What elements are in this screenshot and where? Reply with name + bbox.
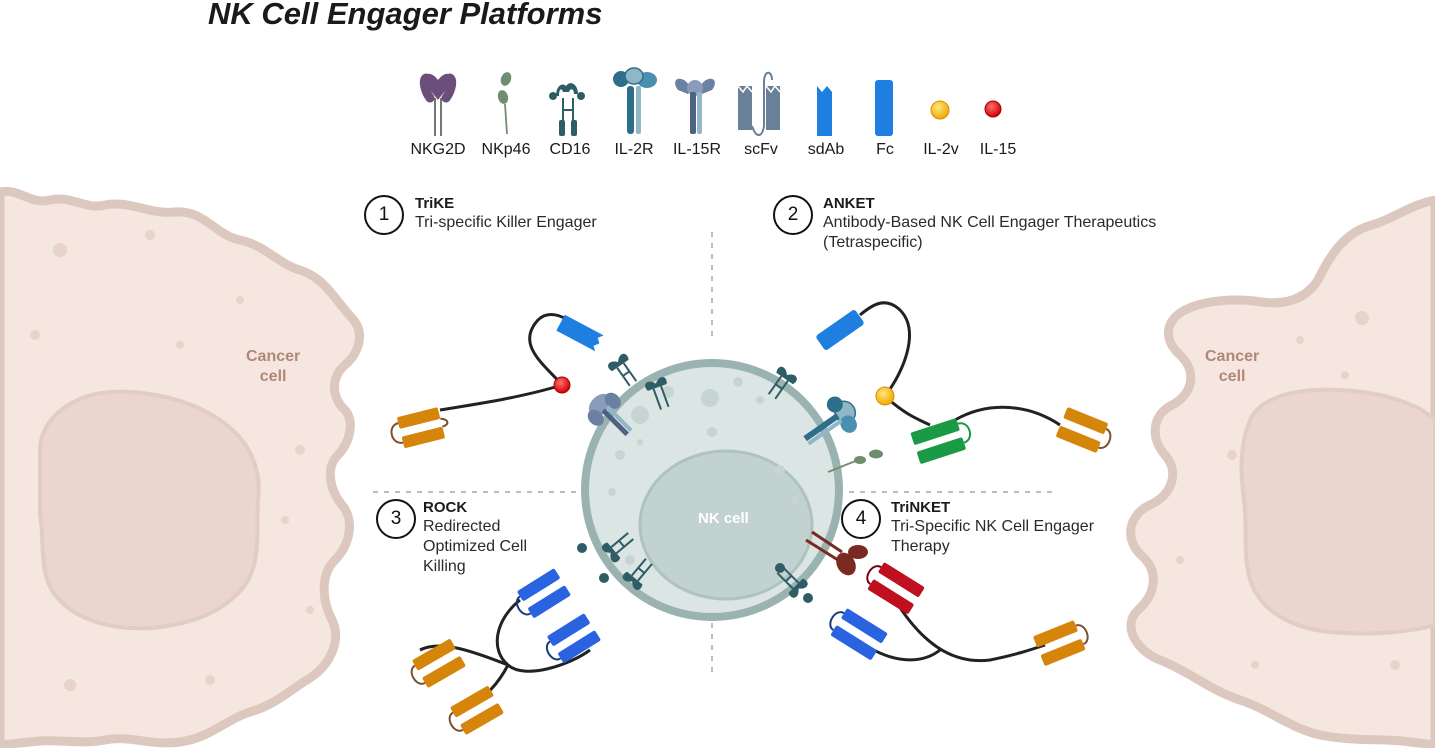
platform-4-name: TriNKET [891, 499, 951, 516]
anket-scfv-orange [1056, 407, 1112, 453]
platform-3-number: 3 [376, 499, 416, 539]
sdab-icon [817, 86, 832, 136]
legend-label-sdab: sdAb [807, 141, 845, 158]
legend-label-il15: IL-15 [979, 141, 1017, 158]
cancer-cell-left-line-2: cell [259, 368, 287, 385]
platform-3-desc-line-1: Redirected [423, 518, 501, 535]
trike-scfv [390, 407, 449, 448]
nk-surface-receptors [577, 353, 883, 603]
anket-scfv-green [910, 418, 972, 464]
nkg2d-receptor-icon [419, 73, 457, 136]
platform-1-number: 1 [364, 195, 404, 235]
legend-label-nkg2d: NKG2D [410, 141, 466, 158]
quadrant-dividers [373, 232, 1058, 676]
anket-construct [816, 301, 1112, 464]
platform-1-name: TriKE [415, 195, 455, 212]
legend-label-cd16: CD16 [549, 141, 591, 158]
platform-1-text: TriKE Tri-specific Killer Engager [415, 194, 597, 233]
rock-construct [410, 568, 601, 735]
legend-label-scfv: scFv [744, 141, 778, 158]
platform-2-name: ANKET [823, 195, 875, 212]
platform-1-desc-line-1: Tri-specific Killer Engager [415, 214, 597, 231]
platform-4-desc-line-2: Therapy [891, 538, 950, 555]
right-cancer-cell [1126, 195, 1435, 748]
cd16-receptor-icon [549, 83, 585, 136]
platform-2-desc-line-1: Antibody-Based NK Cell Engager Therapeut… [823, 214, 1157, 231]
il2r-receptor-icon [613, 67, 657, 134]
nkp46-on-nk [827, 449, 883, 473]
cancer-cell-right-line-1: Cancer [1205, 348, 1260, 365]
legend-label-il2v: IL-2v [923, 141, 959, 158]
trinket-construct [829, 562, 1089, 666]
platform-2-text: ANKET Antibody-Based NK Cell Engager The… [823, 194, 1156, 253]
cancer-cell-right-line-2: cell [1218, 368, 1246, 385]
left-cancer-cell [0, 186, 364, 748]
legend-label-fc: Fc [876, 141, 894, 158]
trike-construct [390, 313, 604, 448]
figure-title: NK Cell Engager Platforms [208, 0, 603, 31]
nk-cell [581, 359, 843, 621]
platform-3-name: ROCK [423, 499, 468, 516]
nk-cell-label: NK cell [698, 510, 749, 527]
cancer-cell-left-label: Cancer cell [246, 347, 300, 387]
platform-2-desc-line-2: (Tetraspecific) [823, 234, 923, 251]
platform-3-desc-line-3: Killing [423, 558, 466, 575]
nkp46-receptor-icon [497, 72, 512, 135]
fc-icon [875, 80, 893, 136]
il15r-receptor-icon [675, 78, 715, 134]
legend-label-il15r: IL-15R [672, 141, 722, 158]
scfv-icon [737, 71, 781, 136]
platform-4-desc-line-1: Tri-Specific NK Cell Engager [891, 518, 1095, 535]
nkg2d-on-nk [805, 530, 868, 576]
legend-label-nkp46: NKp46 [481, 141, 531, 158]
legend-label-il2r: IL-2R [614, 141, 654, 158]
platform-3-text: ROCK Redirected Optimized Cell Killing [423, 498, 527, 577]
platform-2-number: 2 [773, 195, 813, 235]
il2v-icon [930, 100, 950, 120]
cancer-cell-left-line-1: Cancer [246, 348, 301, 365]
il15-icon [984, 100, 1002, 118]
platform-4-text: TriNKET Tri-Specific NK Cell Engager The… [891, 498, 1094, 557]
platform-4-number: 4 [841, 499, 881, 539]
cancer-cell-right-label: Cancer cell [1205, 347, 1259, 387]
platform-3-desc-line-2: Optimized Cell [423, 538, 528, 555]
